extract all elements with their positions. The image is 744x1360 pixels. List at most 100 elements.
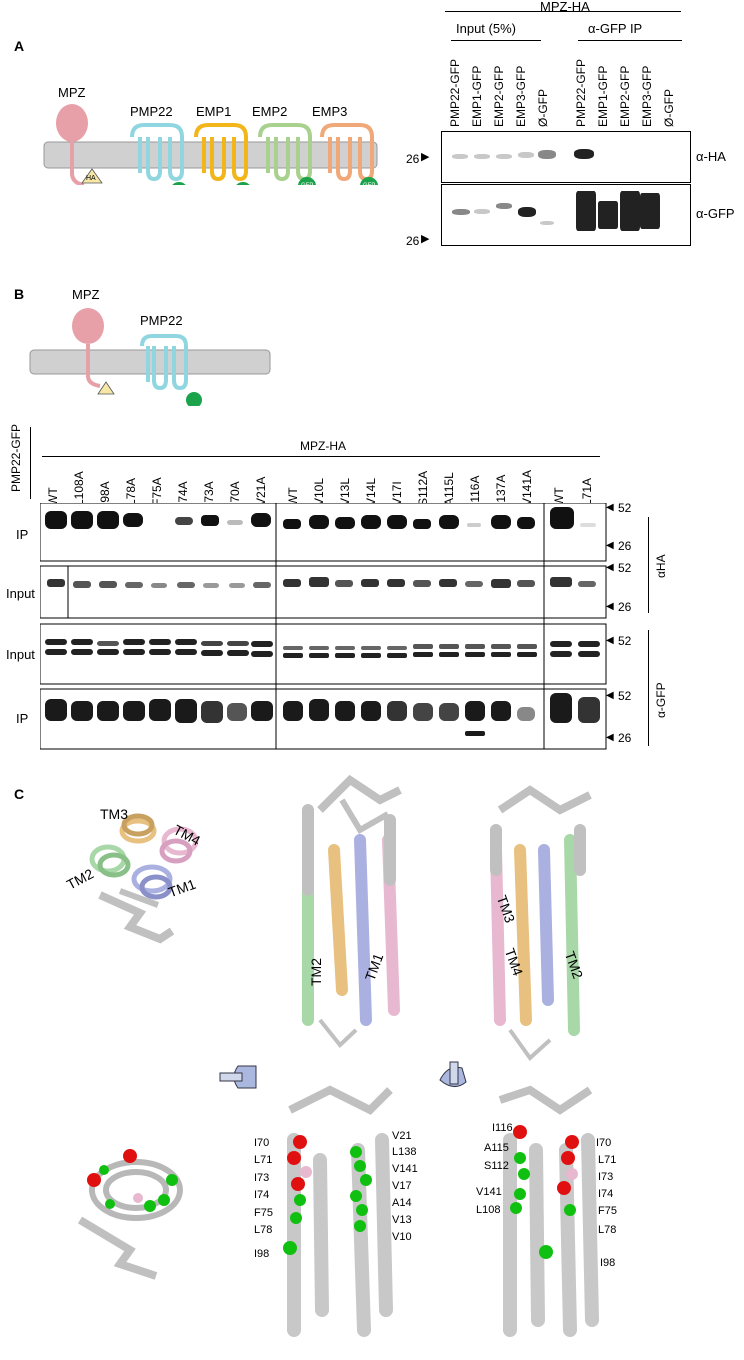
- gfp-tag: [186, 392, 202, 406]
- a-blot-ha: [441, 131, 691, 183]
- c-res-a115: A115: [484, 1143, 509, 1154]
- c-side-view-2: [470, 770, 620, 1070]
- a-input-line: [451, 40, 541, 41]
- c-res-a14: A14: [392, 1198, 412, 1209]
- pmp22-label: PMP22: [130, 105, 173, 118]
- b-row-label-input: Input: [6, 648, 35, 661]
- a-lane-label: PMP22-GFP: [575, 59, 587, 127]
- b-pmp22-label: PMP22: [140, 314, 183, 327]
- b-marker-arrow: ◀: [606, 602, 614, 612]
- b-lane-label: V10L: [313, 478, 325, 506]
- c-res-i74: I74: [254, 1190, 269, 1201]
- c-top-view-residues: [60, 1140, 210, 1280]
- b-top-line: [42, 456, 600, 457]
- a-lane-label: EMP1-GFP: [597, 66, 609, 127]
- c-res-i73b: I73: [598, 1172, 613, 1183]
- c-res-v13: V13: [392, 1215, 412, 1226]
- b-marker-arrow: ◀: [606, 541, 614, 551]
- b-marker-26: 26: [618, 732, 631, 744]
- ha-tag: [98, 382, 114, 394]
- c-res-f75: F75: [254, 1208, 273, 1219]
- b-gfp-bracket: [648, 630, 649, 746]
- b-blot-rows: [40, 503, 610, 753]
- b-row-label-input: Input: [6, 587, 35, 600]
- a-row-label-gfp: α-GFP: [696, 207, 735, 220]
- b-top-header: MPZ-HA: [300, 440, 346, 452]
- a-group-input: Input (5%): [456, 22, 516, 35]
- gfp-label: GFP: [237, 188, 249, 194]
- emp2-label: EMP2: [252, 105, 287, 118]
- c-res-l78b: L78: [598, 1225, 616, 1236]
- b-marker-arrow: ◀: [606, 733, 614, 743]
- b-marker-52: 52: [618, 690, 631, 702]
- b-lane-label: S112A: [417, 471, 429, 506]
- b-row-label-ip: IP: [16, 712, 28, 725]
- b-lane-label: L108A: [73, 471, 85, 506]
- gfp-label: GFP: [301, 183, 313, 189]
- emp1-label: EMP1: [196, 105, 231, 118]
- b-lane-label: L71A: [581, 478, 593, 506]
- mpz-domain: [56, 104, 88, 142]
- c-res-i116: I116: [492, 1123, 513, 1134]
- c-res-i73: I73: [254, 1173, 269, 1184]
- gfp-label: GFP: [363, 183, 375, 189]
- b-ha-bracket: [648, 517, 649, 613]
- b-lane-label: V21A: [255, 477, 267, 506]
- c-res-l71b: L71: [598, 1155, 616, 1166]
- c-res-v141b: V141: [476, 1187, 502, 1198]
- c-res-v141: V141: [392, 1164, 418, 1175]
- b-marker-arrow: ◀: [606, 691, 614, 701]
- c-res-i74b: I74: [598, 1189, 613, 1200]
- a-lane-label: EMP3-GFP: [515, 66, 527, 127]
- b-lane-label: I137A: [495, 475, 507, 506]
- b-marker-26: 26: [618, 601, 631, 613]
- gfp-tag: [170, 182, 188, 185]
- c-tm3-label: TM3: [100, 807, 128, 821]
- a-lane-label: EMP2-GFP: [619, 66, 631, 127]
- a-lane-label: EMP3-GFP: [641, 66, 653, 127]
- panel-b-letter: B: [14, 286, 24, 302]
- a-lane-label: Ø-GFP: [663, 89, 675, 127]
- b-lane-label: V13L: [339, 478, 351, 506]
- panel-a-schematic: [40, 55, 390, 185]
- a-ip-line: [578, 40, 682, 41]
- c-res-s112: S112: [484, 1161, 509, 1172]
- b-marker-arrow: ◀: [606, 636, 614, 646]
- c-res-v17: V17: [392, 1181, 412, 1192]
- b-marker-52: 52: [618, 562, 631, 574]
- b-lane-label: A115L: [443, 472, 455, 506]
- a-row-label-ha: α-HA: [696, 150, 726, 163]
- b-marker-arrow: ◀: [606, 503, 614, 513]
- mpz-label: MPZ: [58, 86, 85, 99]
- b-marker-52: 52: [618, 635, 631, 647]
- a-marker-arrow: ▶: [421, 234, 429, 245]
- b-marker-52: 52: [618, 502, 631, 514]
- b-lane-label: I116A: [469, 476, 481, 506]
- a-marker-26: 26: [406, 235, 419, 247]
- a-lane-label: EMP1-GFP: [471, 66, 483, 127]
- panel-c-letter: C: [14, 786, 24, 802]
- b-left-line: [30, 427, 31, 499]
- b-lane-label: V14L: [365, 478, 377, 506]
- c-res-i98b: I98: [600, 1258, 615, 1269]
- c-res-i98: I98: [254, 1249, 269, 1260]
- a-marker-26: 26: [406, 153, 419, 165]
- emp3-label: EMP3: [312, 105, 347, 118]
- a-lane-label: PMP22-GFP: [449, 59, 461, 127]
- c-res-l138: L138: [392, 1147, 416, 1158]
- c-res-i70b: I70: [596, 1138, 611, 1149]
- a-marker-arrow: ▶: [421, 152, 429, 163]
- b-row-label-ip: IP: [16, 528, 28, 541]
- panel-a-letter: A: [14, 38, 24, 54]
- b-lane-label: L78A: [125, 478, 137, 506]
- mpz-domain: [72, 308, 104, 344]
- a-top-line: [445, 11, 681, 12]
- a-lane-label: Ø-GFP: [537, 89, 549, 127]
- b-marker-arrow: ◀: [606, 563, 614, 573]
- c-tm2-side-label: TM2: [309, 958, 323, 986]
- c-res-l108: L108: [476, 1205, 500, 1216]
- c-res-i70: I70: [254, 1138, 269, 1149]
- c-res-l71: L71: [254, 1155, 272, 1166]
- c-side-view-1: [290, 770, 430, 1060]
- c-res-l78: L78: [254, 1225, 272, 1236]
